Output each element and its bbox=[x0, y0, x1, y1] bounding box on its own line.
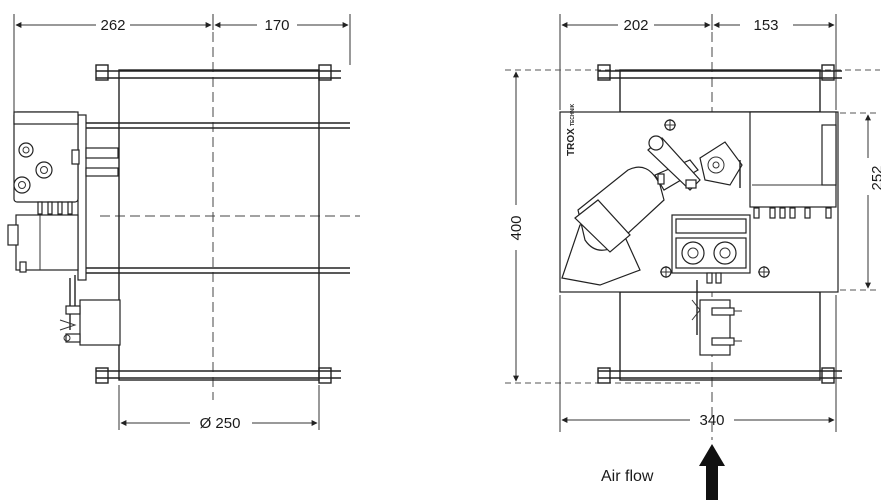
dim-170-text: 170 bbox=[264, 17, 289, 34]
dim-262: 262 bbox=[15, 17, 212, 34]
dim-diameter-250: Ø 250 bbox=[120, 415, 318, 432]
dim-202-text: 202 bbox=[623, 17, 648, 34]
dim-153-text: 153 bbox=[753, 17, 778, 34]
dim-340-text: 340 bbox=[699, 412, 724, 429]
dim-diameter-text: Ø 250 bbox=[200, 415, 241, 432]
dim-400-text: 400 bbox=[508, 215, 525, 240]
dim-170: 170 bbox=[214, 17, 349, 34]
left-side-view: 262 170 bbox=[7, 14, 360, 432]
dim-153: 153 bbox=[713, 17, 835, 34]
svg-text:TECHNIK: TECHNIK bbox=[570, 103, 576, 126]
dim-252: 252 bbox=[865, 114, 881, 289]
tubing bbox=[691, 280, 742, 356]
airflow-label: Air flow bbox=[601, 468, 654, 485]
trox-logo: TROX TECHNIK bbox=[566, 103, 577, 156]
dim-202: 202 bbox=[561, 17, 711, 34]
terminal-pins bbox=[753, 207, 832, 219]
dim-252-text: 252 bbox=[869, 165, 881, 190]
airflow-indicator: Air flow bbox=[601, 444, 725, 500]
airflow-arrow-icon bbox=[699, 444, 725, 500]
svg-text:TROX: TROX bbox=[566, 128, 577, 156]
control-box bbox=[671, 214, 751, 284]
dim-340: 340 bbox=[561, 412, 835, 429]
right-front-view: 202 153 400 252 bbox=[505, 14, 881, 440]
dim-400: 400 bbox=[508, 71, 525, 382]
actuator-assembly bbox=[561, 135, 743, 286]
dim-262-text: 262 bbox=[100, 17, 125, 34]
